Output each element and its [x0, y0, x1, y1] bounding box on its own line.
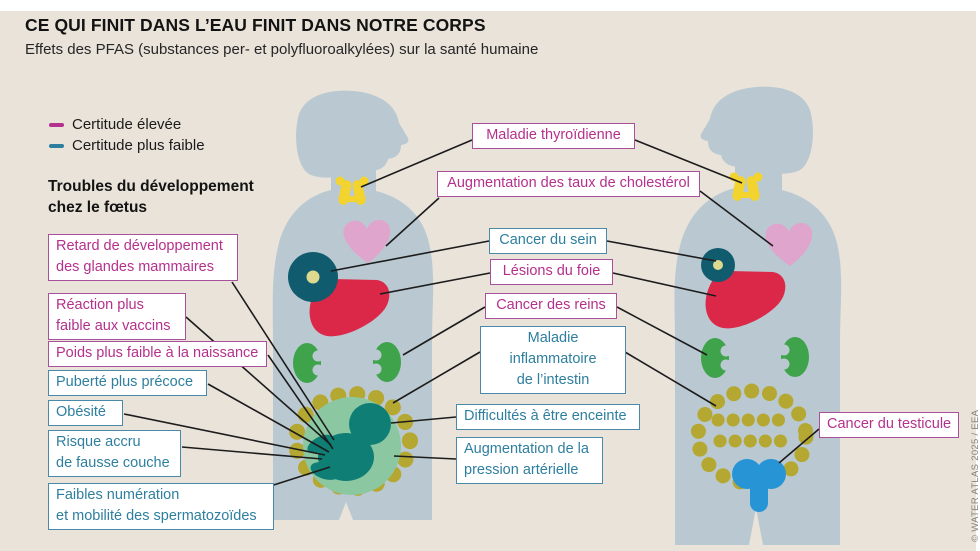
- label-text: Lésions du foie: [502, 263, 601, 279]
- testicles-organ: [732, 459, 786, 512]
- label-text: et mobilité des spermatozoïdes: [56, 508, 257, 524]
- label-text: inflammatoire: [509, 351, 597, 367]
- label-text: Risque accru: [56, 434, 141, 450]
- female-head: [296, 90, 409, 178]
- label-text: Maladie: [527, 330, 579, 346]
- label-sperm: Faibles numération et mobilité des sperma…: [48, 483, 274, 530]
- top-margin: [0, 0, 980, 11]
- label-pregnancy: Difficultés à être enceinte: [456, 404, 640, 430]
- label-cholesterol: Augmentation des taux de cholestérol: [437, 171, 700, 197]
- label-text: Maladie thyroïdienne: [486, 127, 621, 143]
- right-margin: [976, 0, 980, 551]
- kidneys-organ-female: [293, 342, 401, 383]
- label-text: Augmentation de la: [464, 441, 589, 457]
- label-text: Poids plus faible à la naissance: [56, 345, 259, 361]
- label-text: Difficultés à être enceinte: [464, 408, 627, 424]
- label-miscarriage: Risque accru de fausse couche: [48, 430, 181, 477]
- page-title: CE QUI FINIT DANS L’EAU FINIT DANS NOTRE…: [25, 15, 486, 35]
- label-mammary: Retard de développement des glandes mamma…: [48, 234, 238, 281]
- label-text: de fausse couche: [56, 455, 170, 471]
- label-text: Augmentation des taux de cholestérol: [447, 175, 690, 191]
- label-text: pression artérielle: [464, 462, 579, 478]
- breast-organ-female: [288, 252, 338, 302]
- label-text: des glandes mammaires: [56, 259, 214, 275]
- high-certainty-swatch: [49, 122, 64, 127]
- label-puberty: Puberté plus précoce: [48, 370, 207, 396]
- label-text: Cancer du sein: [499, 232, 597, 248]
- label-thyroid-disease: Maladie thyroïdienne: [472, 123, 635, 149]
- credit-text: © WATER ATLAS 2025 / EEA: [970, 409, 980, 542]
- label-text: Cancer des reins: [496, 297, 606, 313]
- label-text: Obésité: [56, 404, 106, 420]
- legend-label: Certitude plus faible: [72, 137, 205, 154]
- label-liver-damage: Lésions du foie: [490, 259, 613, 285]
- label-vaccines: Réaction plus faible aux vaccins: [48, 293, 186, 340]
- label-blood-pressure: Augmentation de la pression artérielle: [456, 437, 603, 484]
- section-header-fetus: Troubles du développement chez le fœtus: [48, 178, 254, 216]
- legend-item-high-certainty: Certitude élevée: [49, 114, 205, 135]
- label-text: Retard de développement: [56, 238, 223, 254]
- label-text: de l’intestin: [516, 372, 590, 388]
- label-breast-cancer: Cancer du sein: [489, 228, 607, 254]
- label-kidney-cancer: Cancer des reins: [485, 293, 617, 319]
- label-ibd: Maladie inflammatoire de l’intestin: [480, 326, 626, 394]
- legend-label: Certitude élevée: [72, 116, 182, 133]
- fetus-organ: [307, 403, 391, 481]
- male-head: [700, 86, 813, 174]
- breast-organ-male: [701, 248, 735, 282]
- label-testicular-cancer: Cancer du testicule: [819, 412, 959, 438]
- label-birth-weight: Poids plus faible à la naissance: [48, 341, 267, 367]
- low-certainty-swatch: [49, 143, 64, 148]
- page-subtitle: Effets des PFAS (substances per- et poly…: [25, 41, 539, 58]
- label-text: Réaction plus: [56, 297, 144, 313]
- label-text: Puberté plus précoce: [56, 374, 194, 390]
- legend-item-low-certainty: Certitude plus faible: [49, 135, 205, 156]
- label-text: Faibles numération: [56, 487, 180, 503]
- connector-lines: [123, 139, 820, 491]
- label-text: faible aux vaccins: [56, 318, 171, 334]
- heart-organ-female: [343, 219, 391, 263]
- label-text: Cancer du testicule: [827, 416, 952, 432]
- legend: Certitude élevée Certitude plus faible: [49, 114, 205, 156]
- label-obesity: Obésité: [48, 400, 123, 426]
